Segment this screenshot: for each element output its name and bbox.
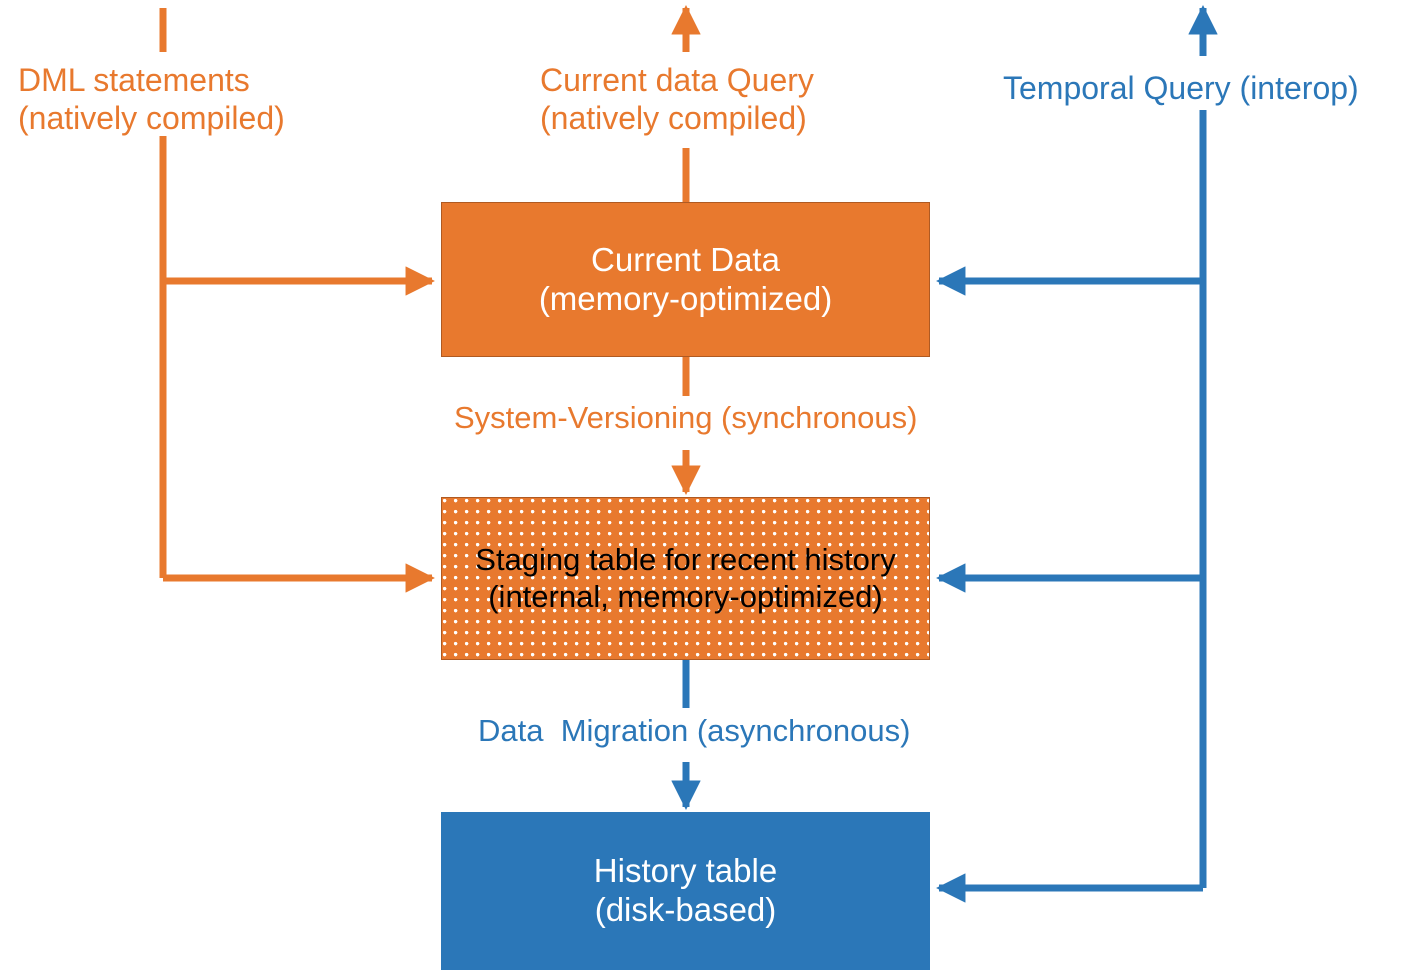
edge-label-current-data-query: Current data Query (natively compiled) (540, 62, 814, 136)
node-history-table[interactable]: History table (disk-based) (441, 812, 930, 970)
edge-label-dml-statements: DML statements (natively compiled) (18, 62, 285, 136)
node-staging-table-label: Staging table for recent history (intern… (475, 541, 896, 614)
edge-label-data-migration: Data Migration (asynchronous) (478, 713, 911, 748)
node-current-data-label: Current Data (memory-optimized) (538, 240, 833, 317)
node-current-data[interactable]: Current Data (memory-optimized) (441, 202, 930, 357)
node-staging-table[interactable]: Staging table for recent history (intern… (441, 497, 930, 660)
edge-label-temporal-query: Temporal Query (interop) (1003, 70, 1359, 106)
node-history-table-label: History table (disk-based) (593, 852, 778, 928)
edge-label-system-versioning: System-Versioning (synchronous) (454, 400, 918, 435)
